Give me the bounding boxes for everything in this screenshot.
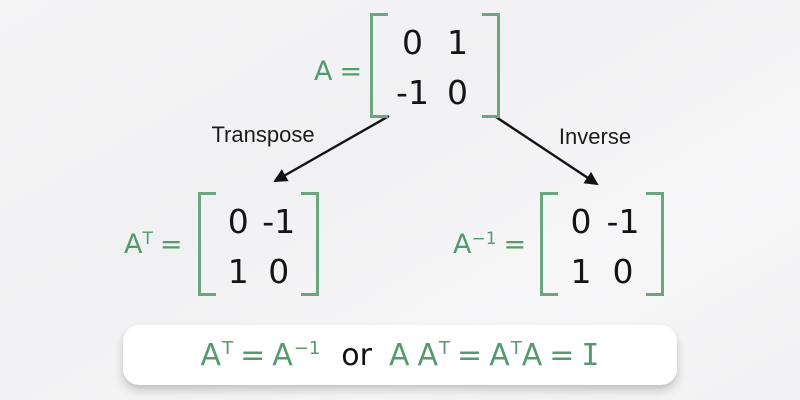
matrix-ainv-superscript: −1 bbox=[471, 229, 497, 249]
inverse-label: Inverse bbox=[558, 124, 632, 149]
formula-a: A bbox=[388, 337, 410, 373]
matrix-a-transpose: 0 -1 1 0 bbox=[198, 192, 319, 296]
matrix-cell: 0 bbox=[570, 201, 592, 241]
equals-sign: = bbox=[159, 229, 183, 260]
matrix-cell: 1 bbox=[447, 22, 468, 62]
matrix-left-bracket bbox=[370, 13, 388, 118]
matrix-at-superscript: T bbox=[142, 229, 153, 249]
identity-matrix-symbol: I bbox=[581, 337, 600, 373]
matrix-ainv-symbol: A bbox=[453, 229, 472, 260]
matrix-right-bracket bbox=[301, 192, 319, 296]
equals-sign: = bbox=[549, 337, 575, 373]
matrix-at-cells: 0 -1 1 0 bbox=[216, 192, 301, 296]
result-formula: AT = A−1 or A AT = AT A = I bbox=[201, 338, 600, 373]
matrix-cell: 0 bbox=[612, 251, 634, 291]
matrix-ainv-label: A−1 = bbox=[453, 229, 526, 264]
equals-sign: = bbox=[503, 229, 527, 260]
matrix-ainv-cells: 0 -1 1 0 bbox=[558, 192, 646, 296]
result-card: AT = A−1 or A AT = AT A = I bbox=[123, 325, 677, 385]
formula-a-transpose: AT bbox=[489, 337, 522, 373]
matrix-at-symbol: A bbox=[124, 229, 143, 260]
matrix-a-symbol: A bbox=[314, 56, 333, 87]
matrix-at-label: AT = bbox=[124, 229, 183, 264]
matrix-cell: 1 bbox=[227, 251, 249, 291]
equals-sign: = bbox=[339, 56, 363, 87]
matrix-right-bracket bbox=[482, 13, 500, 118]
or-text: or bbox=[341, 337, 372, 373]
matrix-cell: 1 bbox=[570, 251, 592, 291]
equals-sign: = bbox=[457, 337, 483, 373]
matrix-cell: 0 bbox=[447, 73, 468, 113]
formula-a-inverse: A−1 bbox=[272, 337, 321, 373]
matrix-cell: 0 bbox=[402, 22, 423, 62]
matrix-cell: 0 bbox=[268, 251, 290, 291]
matrix-cell: -1 bbox=[606, 201, 640, 241]
matrix-right-bracket bbox=[646, 192, 664, 296]
matrix-a-label: A= bbox=[314, 56, 362, 91]
matrix-cell: 0 bbox=[227, 201, 249, 241]
formula-a-transpose: AT bbox=[200, 337, 234, 373]
matrix-cell: -1 bbox=[396, 73, 429, 113]
formula-a: A bbox=[521, 337, 543, 373]
matrix-a-inverse: 0 -1 1 0 bbox=[540, 192, 664, 296]
matrix-a-cells: 0 1 -1 0 bbox=[388, 13, 482, 118]
formula-a-transpose: AT bbox=[417, 337, 451, 373]
matrix-left-bracket bbox=[198, 192, 216, 296]
equals-sign: = bbox=[240, 337, 266, 373]
matrix-left-bracket bbox=[540, 192, 558, 296]
transpose-label: Transpose bbox=[211, 122, 315, 147]
matrix-cell: -1 bbox=[262, 201, 296, 241]
matrix-a: 0 1 -1 0 bbox=[370, 13, 500, 118]
